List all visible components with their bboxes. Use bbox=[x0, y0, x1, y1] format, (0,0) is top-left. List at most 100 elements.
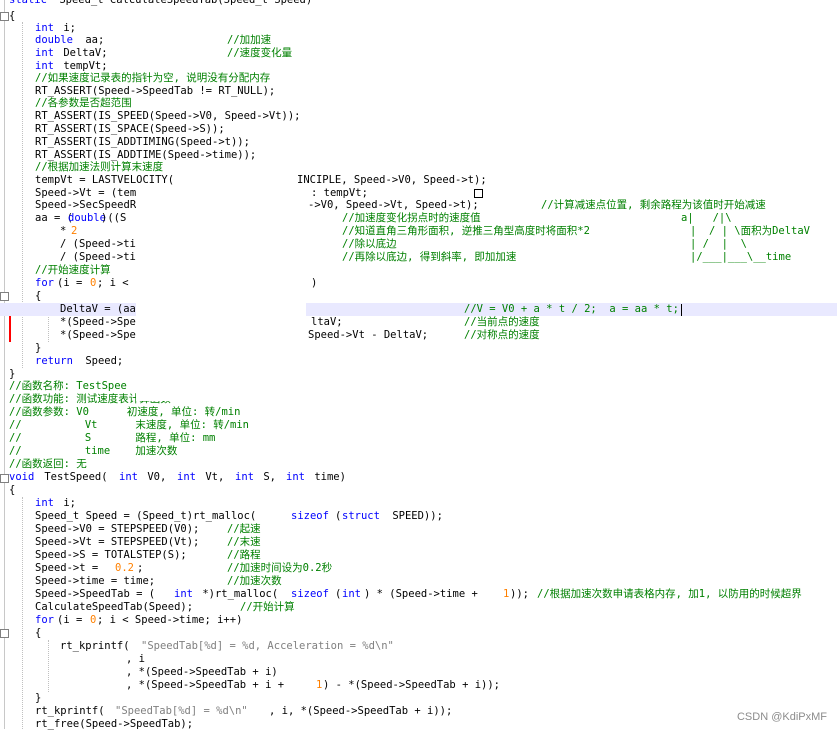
code-line[interactable]: return Speed; bbox=[0, 355, 837, 368]
code-text: *(Speed->Spe bbox=[60, 329, 136, 341]
code-text: Speed->Vt = (tem bbox=[35, 187, 137, 199]
code-line[interactable]: Speed->t = 0.2;//加速时间设为0.2秒 bbox=[0, 562, 837, 575]
code-line[interactable]: { bbox=[0, 627, 837, 640]
code-line[interactable]: Speed->S = TOTALSTEP(S);//路程 bbox=[0, 549, 837, 562]
code-line[interactable]: { bbox=[0, 290, 837, 303]
code-text: Speed->SpeedTab = ( bbox=[35, 588, 156, 600]
code-line[interactable]: //函数功能: 测试速度表计算函数 bbox=[0, 393, 837, 406]
code-text: Speed->SecSpeedR bbox=[35, 199, 137, 211]
code-comment: // Vt 末速度, 单位: 转/min bbox=[9, 419, 250, 431]
code-string: "SpeedTab[%d] = %d, Acceleration = %d\n" bbox=[141, 640, 394, 652]
code-line[interactable]: rt_kprintf("SpeedTab[%d] = %d\n", i, *(S… bbox=[0, 705, 837, 718]
code-line[interactable]: int i; bbox=[0, 497, 837, 510]
small-square-icon bbox=[474, 189, 483, 198]
code-line[interactable]: RT_ASSERT(IS_ADDTIMING(Speed->t)); bbox=[0, 136, 837, 149]
code-line[interactable]: , *(Speed->SpeedTab + i + 1) - *(Speed->… bbox=[0, 679, 837, 692]
code-line[interactable]: Speed_t Speed = (Speed_t)rt_malloc(sizeo… bbox=[0, 510, 837, 523]
code-line[interactable]: // S 路程, 单位: mm bbox=[0, 432, 837, 445]
code-text: aa = ( bbox=[35, 212, 73, 224]
code-line[interactable]: { bbox=[0, 484, 837, 497]
code-line[interactable]: // time 加速次数 bbox=[0, 445, 837, 458]
code-line[interactable]: Speed->V0 = STEPSPEED(V0);//起速 bbox=[0, 523, 837, 536]
code-text: ltaV; bbox=[311, 316, 343, 328]
code-line[interactable]: DeltaV = (aa //V = V0 + a * t / 2; a = aa… bbox=[0, 303, 837, 316]
code-line[interactable]: //根据加速法则计算末速度 bbox=[0, 161, 837, 174]
code-line[interactable]: CalculateSpeedTab(Speed);//开始计算 bbox=[0, 601, 837, 614]
code-comment: //如果速度记录表的指针为空, 说明没有分配内存 bbox=[35, 72, 271, 84]
code-line[interactable]: / (Speed->ti//再除以底边, 得到斜率, 即加加速|/___|___… bbox=[0, 251, 837, 264]
code-line[interactable]: Speed->time = time;//加速次数 bbox=[0, 575, 837, 588]
code-comment: //V = V0 + a * t / 2; a = aa * t; bbox=[464, 303, 679, 315]
fold-toggle-for-loop-1[interactable] bbox=[0, 292, 9, 301]
code-keyword: int bbox=[342, 588, 361, 600]
code-comment: //加速时间设为0.2秒 bbox=[227, 562, 333, 574]
code-text: RT_ASSERT(IS_SPEED(Speed->V0, Speed->Vt)… bbox=[35, 110, 301, 122]
code-line[interactable]: //开始速度计算 bbox=[0, 264, 837, 277]
code-text: rt_free(Speed->SpeedTab); bbox=[35, 718, 194, 730]
code-line[interactable]: void TestSpeed(int V0, int Vt, int S, in… bbox=[0, 471, 837, 484]
code-line[interactable]: / (Speed->ti//除以底边| / | \ bbox=[0, 238, 837, 251]
code-text: Speed->Vt = STEPSPEED(Vt); bbox=[35, 536, 200, 548]
fold-toggle-function-1[interactable] bbox=[0, 12, 9, 21]
code-keyword: int bbox=[35, 22, 54, 34]
code-line[interactable]: , *(Speed->SpeedTab + i) bbox=[0, 666, 837, 679]
code-line[interactable]: Speed->SpeedTab = (int *)rt_malloc(sizeo… bbox=[0, 588, 837, 601]
code-comment: | / | \面积为DeltaV bbox=[690, 225, 811, 237]
code-line[interactable]: Speed->SecSpeedR->V0, Speed->Vt, Speed->… bbox=[0, 199, 837, 212]
fold-toggle-function-2[interactable] bbox=[0, 474, 9, 483]
code-line[interactable]: } bbox=[0, 342, 837, 355]
code-keyword: for bbox=[35, 277, 54, 289]
code-line[interactable]: // Vt 末速度, 单位: 转/min bbox=[0, 419, 837, 432]
code-line[interactable]: RT_ASSERT(IS_SPACE(Speed->S)); bbox=[0, 123, 837, 136]
code-line[interactable]: rt_kprintf("SpeedTab[%d] = %d, Accelerat… bbox=[0, 640, 837, 653]
code-line[interactable]: rt_free(Speed->SpeedTab); bbox=[0, 718, 837, 731]
code-comment: //加速度变化拐点时的速度值 bbox=[342, 212, 481, 224]
code-keyword: int bbox=[35, 497, 54, 509]
code-line[interactable]: RT_ASSERT(IS_ADDTIME(Speed->time)); bbox=[0, 149, 837, 162]
code-keyword: return bbox=[35, 355, 73, 367]
code-text: DeltaV = (aa bbox=[60, 303, 136, 315]
code-line[interactable]: Speed->Vt = (tem: tempVt; bbox=[0, 187, 837, 200]
code-line[interactable]: , i bbox=[0, 653, 837, 666]
code-line[interactable]: static Speed_t CalculateSpeedTab(Speed_t… bbox=[0, 0, 837, 7]
code-line[interactable]: for(i = 0; i < Speed->time; i++) bbox=[0, 614, 837, 627]
code-comment: //路程 bbox=[227, 549, 261, 561]
code-keyword: int bbox=[235, 471, 254, 483]
code-line[interactable]: } bbox=[0, 692, 837, 705]
code-line[interactable]: for(i = 0; i < () bbox=[0, 277, 837, 290]
code-line[interactable]: RT_ASSERT(Speed->SpeedTab != RT_NULL); bbox=[0, 85, 837, 98]
code-comment: //开始计算 bbox=[240, 601, 295, 613]
code-text: i; bbox=[57, 497, 76, 509]
current-block-marker bbox=[9, 303, 11, 342]
code-number: 2 bbox=[71, 225, 78, 237]
code-line[interactable]: //如果速度记录表的指针为空, 说明没有分配内存 bbox=[0, 72, 837, 85]
code-line[interactable]: { bbox=[0, 10, 837, 23]
code-text: ) bbox=[311, 277, 318, 289]
code-number: 1 bbox=[503, 588, 510, 600]
code-keyword: void bbox=[9, 471, 35, 483]
code-line[interactable]: //函数参数: V0 初速度, 单位: 转/min bbox=[0, 406, 837, 419]
code-line[interactable]: Speed->Vt = STEPSPEED(Vt);//末速 bbox=[0, 536, 837, 549]
code-line[interactable]: int tempVt; bbox=[0, 60, 837, 73]
code-line[interactable]: RT_ASSERT(IS_SPEED(Speed->V0, Speed->Vt)… bbox=[0, 110, 837, 123]
code-line[interactable]: int i; bbox=[0, 22, 837, 35]
text-caret bbox=[681, 304, 682, 316]
code-text: tempVt = LASTVELOCITY( bbox=[35, 174, 175, 186]
code-line[interactable]: //函数返回: 无 bbox=[0, 458, 837, 471]
code-line[interactable]: int DeltaV;//速度变化量 bbox=[0, 47, 837, 60]
code-comment: //函数返回: 无 bbox=[9, 458, 87, 470]
code-line[interactable]: tempVt = LASTVELOCITY(INCIPLE, Speed->V0… bbox=[0, 174, 837, 187]
code-line[interactable]: //各参数是否超范围 bbox=[0, 97, 837, 110]
code-text: aa; bbox=[79, 34, 105, 46]
code-line[interactable]: //函数名称: TestSpee bbox=[0, 380, 837, 393]
fold-toggle-for-loop-2[interactable] bbox=[0, 629, 9, 638]
code-text: (i = bbox=[57, 614, 89, 626]
code-line[interactable]: } bbox=[0, 368, 837, 381]
code-line[interactable]: * 2//知道直角三角形面积, 逆推三角型高度时将面积*2| / | \面积为D… bbox=[0, 225, 837, 238]
code-text: Speed_t Speed = (Speed_t)rt_malloc( bbox=[35, 510, 257, 522]
code-line[interactable]: double aa;//加加速 bbox=[0, 34, 837, 47]
